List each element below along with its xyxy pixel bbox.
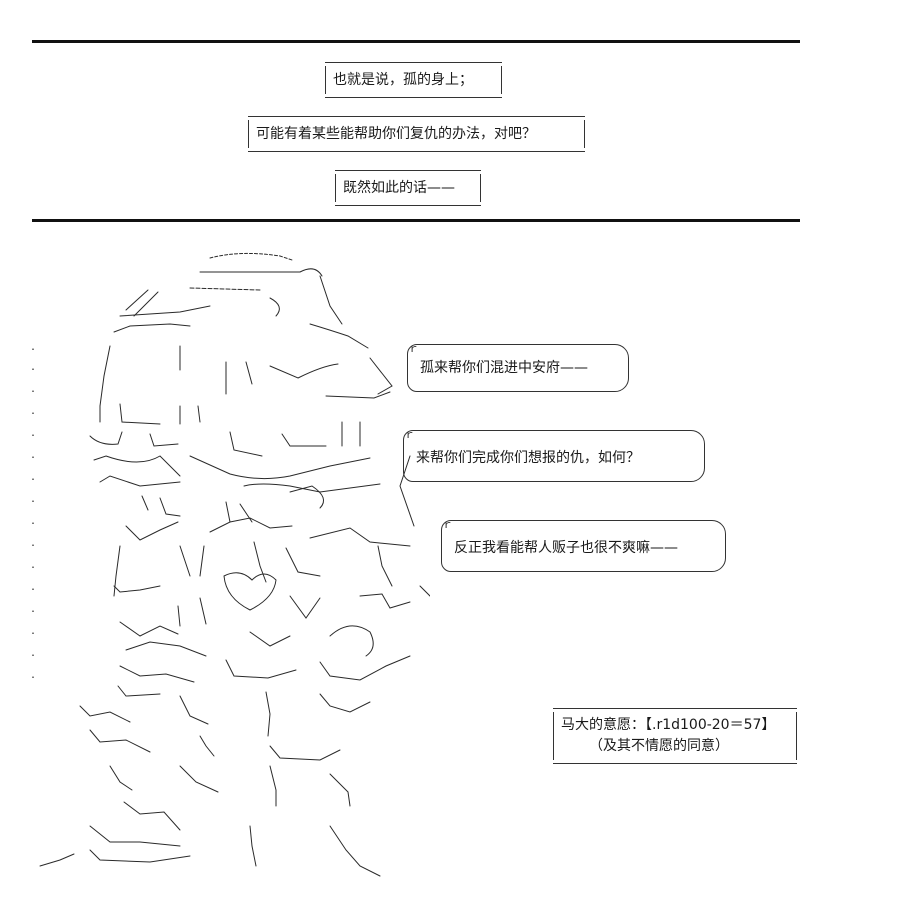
narration-box-1: 也就是说，孤的身上； bbox=[325, 62, 502, 98]
svg-text:.: . bbox=[30, 362, 36, 373]
svg-text:.: . bbox=[30, 384, 36, 395]
speech-text-3: 反正我看能帮人贩子也很不爽嘛—— bbox=[454, 540, 678, 556]
dice-result-box: 马大的意愿：【.r1d100-20＝57】 （及其不情愿的同意） bbox=[553, 708, 797, 764]
svg-text:.: . bbox=[30, 450, 36, 461]
narration-text-2: 可能有着某些能帮助你们复仇的办法，对吧？ bbox=[256, 126, 536, 142]
dice-result-note: （及其不情愿的同意） bbox=[589, 738, 729, 754]
speech-bubble-1: ｒ 孤来帮你们混进中安府—— bbox=[407, 342, 629, 392]
bubble-tail: ｒ bbox=[442, 518, 453, 531]
speech-text-1: 孤来帮你们混进中安府—— bbox=[420, 360, 588, 376]
bottom-divider bbox=[32, 219, 800, 222]
svg-text:.: . bbox=[30, 342, 36, 353]
svg-text:.: . bbox=[30, 516, 36, 527]
svg-text:.: . bbox=[30, 538, 36, 549]
svg-text:.: . bbox=[30, 428, 36, 439]
svg-text:.: . bbox=[30, 472, 36, 483]
svg-text:.: . bbox=[30, 406, 36, 417]
svg-text:.: . bbox=[30, 648, 36, 659]
svg-text:.: . bbox=[30, 670, 36, 681]
svg-text:.: . bbox=[30, 626, 36, 637]
speech-text-2: 来帮你们完成你们想报的仇，如何？ bbox=[416, 450, 640, 466]
svg-text:.: . bbox=[30, 582, 36, 593]
narration-text-3: 既然如此的话—— bbox=[343, 180, 455, 196]
bubble-tail: ｒ bbox=[408, 342, 419, 355]
narration-box-2: 可能有着某些能帮助你们复仇的办法，对吧？ bbox=[248, 116, 585, 152]
svg-text:.: . bbox=[30, 494, 36, 505]
character-ascii-art: . . . . . . . . . . . . . . . . bbox=[30, 252, 430, 877]
narration-text-1: 也就是说，孤的身上； bbox=[333, 72, 473, 88]
narration-box-3: 既然如此的话—— bbox=[335, 170, 481, 206]
bubble-tail: ｒ bbox=[404, 428, 415, 441]
top-divider bbox=[32, 40, 800, 43]
speech-bubble-2: ｒ 来帮你们完成你们想报的仇，如何？ bbox=[403, 428, 705, 482]
speech-bubble-3: ｒ 反正我看能帮人贩子也很不爽嘛—— bbox=[441, 518, 726, 572]
svg-text:.: . bbox=[30, 604, 36, 615]
dice-result-line: 马大的意愿：【.r1d100-20＝57】 bbox=[561, 717, 776, 733]
svg-text:.: . bbox=[30, 560, 36, 571]
